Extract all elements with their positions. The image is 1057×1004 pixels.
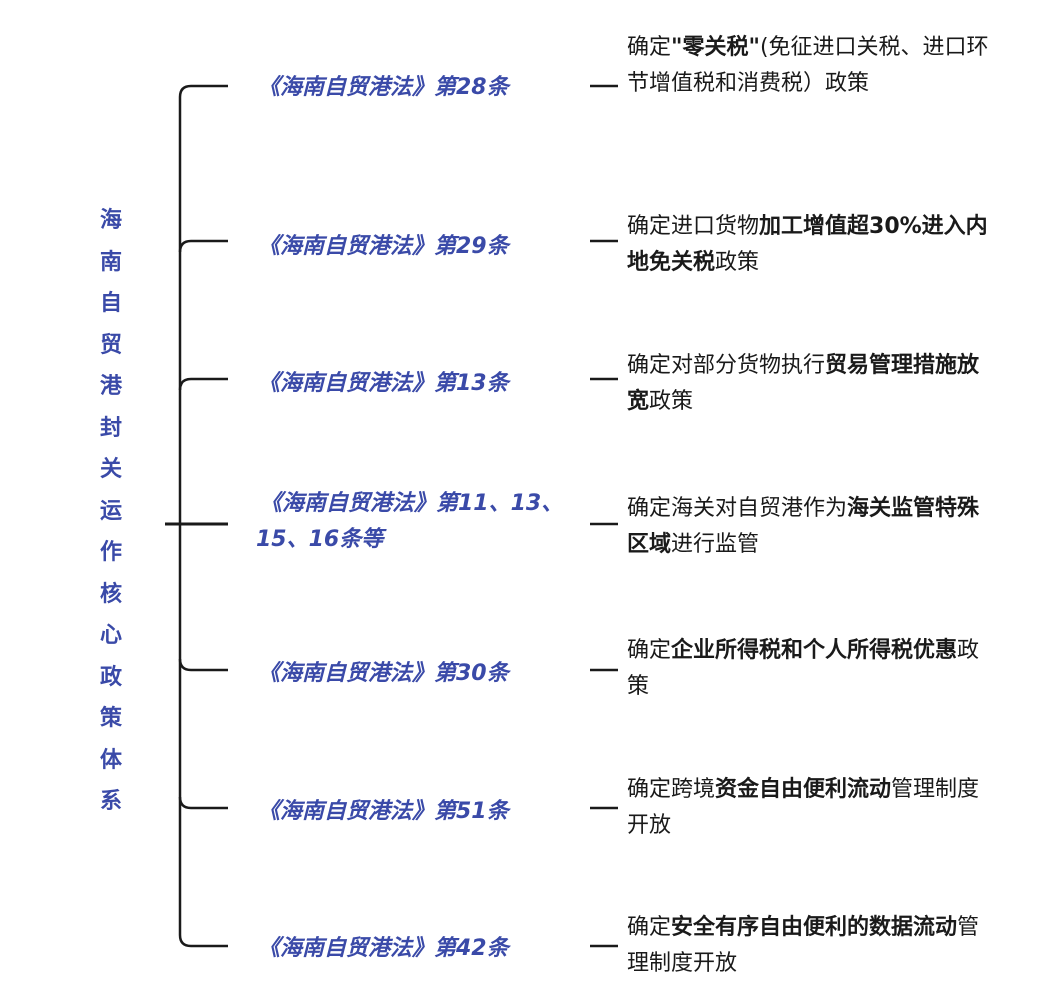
root-title-char: 贸 (99, 332, 122, 358)
bracket-branch (178, 377, 228, 391)
law-label: 《海南自贸港法》第11、13、15、16条等 (256, 491, 564, 552)
root-title-char: 封 (99, 415, 122, 441)
root-title-char: 作 (99, 540, 122, 565)
root-title-char: 策 (99, 706, 122, 731)
root-title-char: 运 (99, 498, 122, 524)
root-title-char: 南 (99, 249, 122, 275)
policy-description: 确定进口货物加工增值超30%进入内地免关税政策 (627, 214, 988, 275)
policy-description: 确定安全有序自由便利的数据流动管理制度开放 (627, 915, 980, 976)
root-title-char: 政 (99, 664, 122, 690)
law-label: 《海南自贸港法》第51条 (258, 799, 509, 824)
root-title-char: 海 (99, 208, 122, 233)
root-title-char: 港 (99, 374, 122, 399)
policy-description: 确定海关对自贸港作为海关监管特殊区域进行监管 (627, 496, 980, 557)
root-title-char: 自 (99, 291, 122, 316)
root-title-char: 关 (99, 457, 122, 482)
law-label: 《海南自贸港法》第29条 (258, 234, 509, 259)
bracket-branch (178, 239, 228, 253)
root-title: 海 南 自 贸 港 封 关 运 作 核 心 政 策 体 系 (96, 200, 126, 823)
bracket-spine (178, 84, 228, 948)
law-label: 《海南自贸港法》第42条 (258, 936, 509, 961)
policy-description: 确定跨境资金自由便利流动管理制度开放 (627, 777, 980, 838)
root-title-char: 心 (99, 623, 122, 648)
law-label: 《海南自贸港法》第13条 (258, 371, 509, 396)
law-label: 《海南自贸港法》第28条 (258, 75, 509, 100)
bracket-branch (178, 796, 228, 810)
bracket-branch (178, 658, 228, 672)
policy-description: 确定"零关税"(免征进口关税、进口环节增值税和消费税）政策 (627, 35, 989, 96)
policy-description: 确定企业所得税和个人所得税优惠政策 (627, 638, 980, 699)
root-title-char: 系 (99, 789, 122, 814)
root-title-char: 核 (99, 581, 122, 607)
root-title-char: 体 (99, 747, 122, 773)
law-label: 《海南自贸港法》第30条 (258, 661, 509, 686)
policy-description: 确定对部分货物执行贸易管理措施放宽政策 (627, 353, 980, 414)
